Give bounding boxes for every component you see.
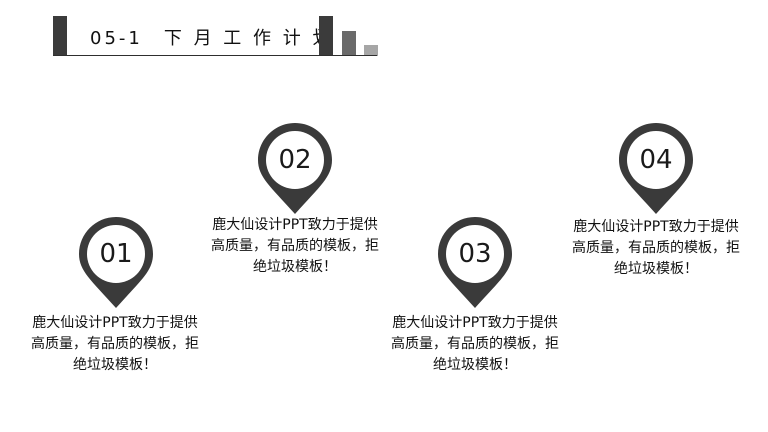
item-description-01: 鹿大仙设计PPT致力于提供高质量，有品质的模板，拒绝垃圾模板！ xyxy=(31,315,199,373)
header-bar-tall xyxy=(319,16,333,56)
pin-number: 04 xyxy=(639,145,673,175)
header-left-bar xyxy=(53,16,67,56)
map-pin-02: 02 xyxy=(257,122,333,216)
item-description-04: 鹿大仙设计PPT致力于提供高质量，有品质的模板，拒绝垃圾模板！ xyxy=(572,219,740,277)
map-pin-icon xyxy=(619,123,693,214)
map-pin-icon xyxy=(79,217,153,308)
map-pin-03: 03 xyxy=(437,216,513,310)
map-pin-icon xyxy=(258,123,332,214)
map-pin-icon xyxy=(438,217,512,308)
map-pin-01: 01 xyxy=(78,216,154,310)
slide-header: 05-1 下 月 工 作 计 划 xyxy=(0,0,768,70)
pin-number: 03 xyxy=(458,239,492,269)
item-description-03: 鹿大仙设计PPT致力于提供高质量，有品质的模板，拒绝垃圾模板！ xyxy=(391,315,559,373)
pin-number: 01 xyxy=(99,239,133,269)
item-description-02: 鹿大仙设计PPT致力于提供高质量，有品质的模板，拒绝垃圾模板！ xyxy=(211,217,379,275)
header-bar-medium xyxy=(342,31,356,56)
slide-title: 05-1 下 月 工 作 计 划 xyxy=(90,28,334,49)
header-underline xyxy=(53,55,377,56)
pin-number: 02 xyxy=(278,145,312,175)
map-pin-04: 04 xyxy=(618,122,694,216)
header-bar-short xyxy=(364,45,378,56)
